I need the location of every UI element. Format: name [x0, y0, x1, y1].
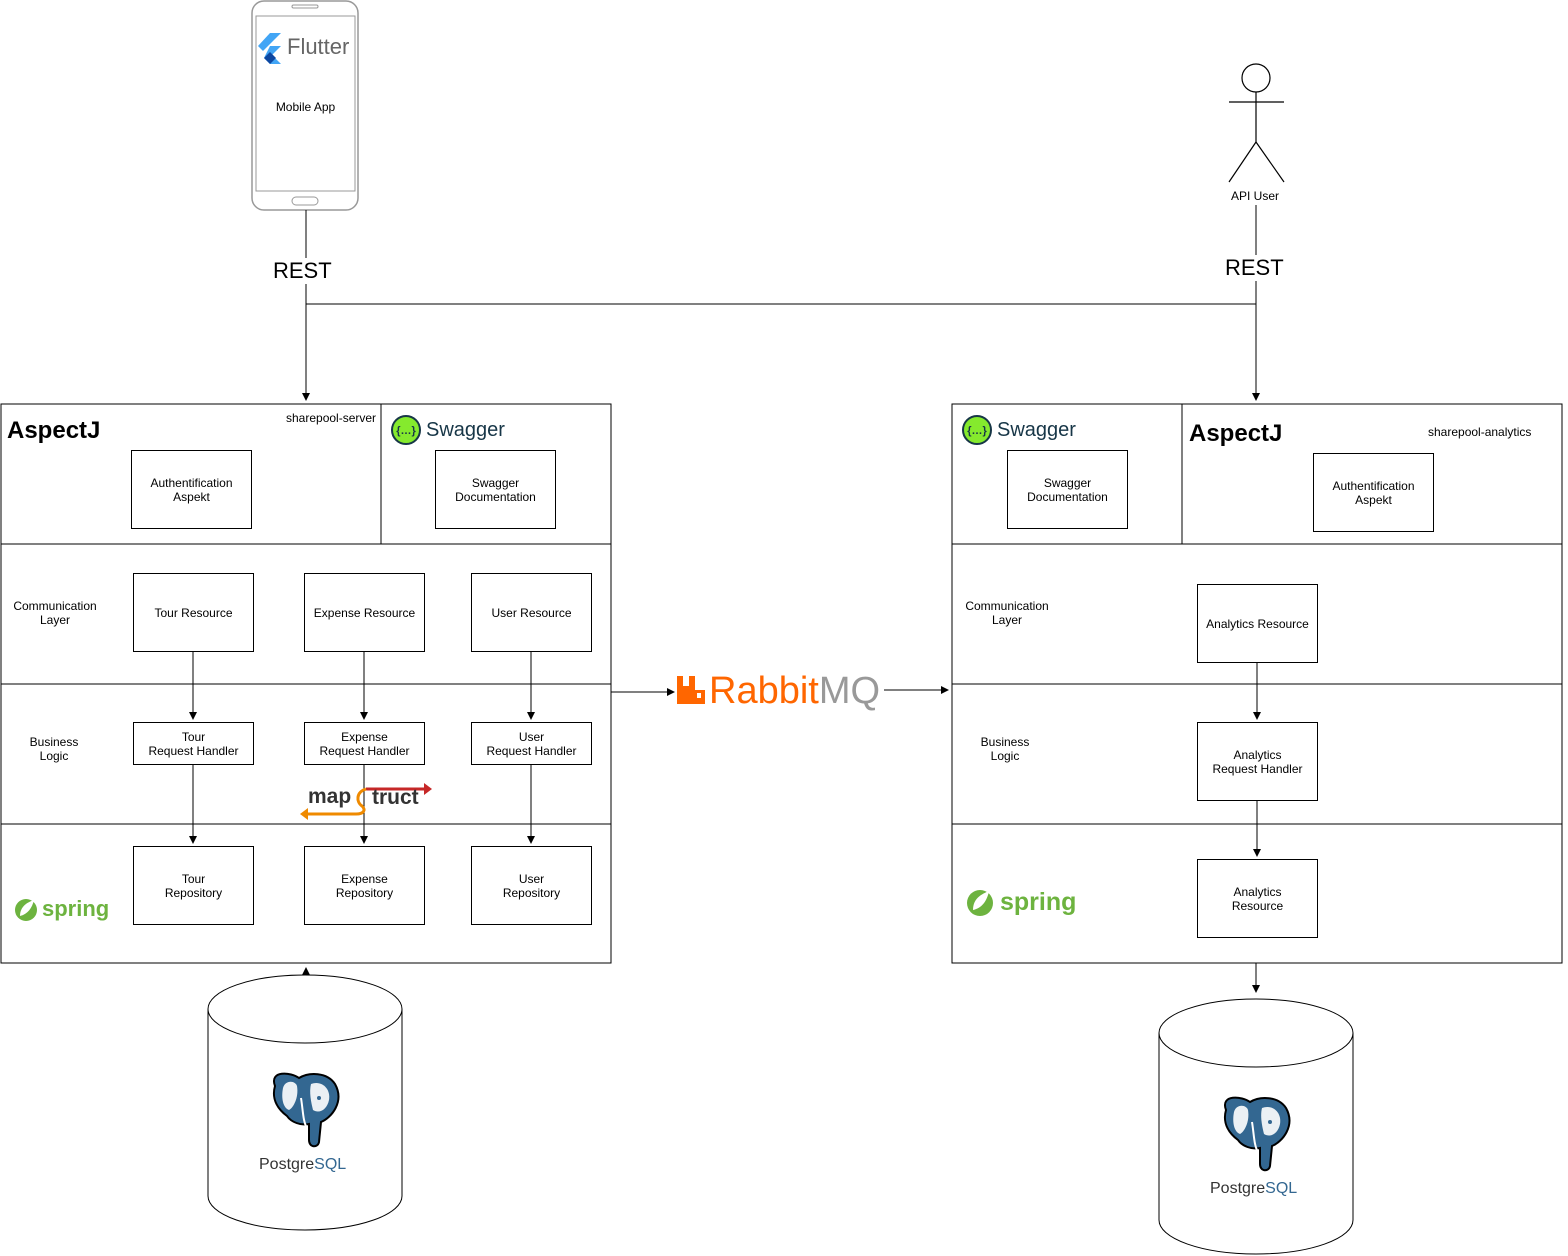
server-swagger-doc-box[interactable]: Swagger Documentation — [435, 450, 556, 529]
spring-leaf-icon — [15, 899, 37, 921]
expense-request-handler-box[interactable]: Expense Request Handler — [304, 722, 425, 765]
database-arrows — [302, 963, 1260, 993]
server-swagger-brand-text: Swagger — [426, 419, 505, 441]
mobile-app-label: Mobile App — [275, 100, 336, 114]
postgres-elephant-icon — [272, 1072, 340, 1148]
analytics-swagger-doc-box[interactable]: Swagger Documentation — [1007, 450, 1128, 529]
rabbitmq-text-mq: MQ — [818, 670, 881, 712]
server-communication-layer-label: Communication Layer — [13, 599, 97, 627]
rest-label-left: REST — [271, 258, 334, 284]
server-spring-text: spring — [42, 896, 110, 921]
postgres-text-a: Postgre — [1210, 1180, 1266, 1197]
user-resource-box[interactable]: User Resource — [471, 573, 592, 652]
postgres-text-b: SQL — [314, 1156, 347, 1173]
analytics-postgres-label: PostgreSQL — [1210, 1179, 1297, 1199]
rabbitmq-logo-icon — [677, 676, 705, 704]
spring-leaf-icon — [967, 890, 993, 916]
svg-text:{…}: {…} — [396, 425, 416, 437]
server-auth-aspect-box[interactable]: Authentification Aspekt — [131, 450, 252, 529]
server-postgres-label: PostgreSQL — [259, 1155, 346, 1175]
postgres-text-a: Postgre — [259, 1156, 315, 1173]
swagger-logo-icon: {…} — [962, 415, 992, 445]
tour-resource-box[interactable]: Tour Resource — [133, 573, 254, 652]
flutter-brand-text: Flutter — [287, 34, 350, 59]
expense-repository-box[interactable]: Expense Repository — [304, 846, 425, 925]
api-user-actor-icon — [1228, 63, 1285, 183]
analytics-business-logic-label: Business Logic — [980, 735, 1030, 763]
postgres-elephant-icon — [1223, 1096, 1291, 1172]
rest-label-right: REST — [1223, 255, 1286, 281]
analytics-aspectj-title: AspectJ — [1189, 420, 1283, 447]
analytics-auth-aspect-box[interactable]: Authentification Aspekt — [1313, 453, 1434, 532]
swagger-logo-icon: {…} — [391, 415, 421, 445]
rabbitmq-brand: RabbitMQ — [709, 670, 880, 712]
analytics-communication-layer-label: Communication Layer — [965, 599, 1049, 627]
analytics-request-handler-box[interactable]: Analytics Request Handler — [1197, 722, 1318, 801]
postgres-text-b: SQL — [1265, 1180, 1298, 1197]
message-queue-arrows — [611, 686, 949, 696]
tour-request-handler-box[interactable]: Tour Request Handler — [133, 722, 254, 765]
analytics-resource-box[interactable]: Analytics Resource — [1197, 584, 1318, 663]
analytics-repository-box[interactable]: Analytics Resource — [1197, 859, 1318, 938]
rabbitmq-text-rabbit: Rabbit — [709, 670, 819, 712]
analytics-name-label: sharepool-analytics — [1428, 425, 1532, 439]
svg-text:{…}: {…} — [967, 425, 987, 437]
flutter-logo-icon — [258, 33, 281, 64]
mapstruct-logo-icon — [300, 783, 432, 820]
analytics-swagger-brand-text: Swagger — [997, 419, 1076, 441]
user-repository-box[interactable]: User Repository — [471, 846, 592, 925]
analytics-spring-text: spring — [1000, 888, 1077, 916]
mapstruct-map-text: map — [308, 785, 352, 808]
server-flow-arrows — [189, 651, 535, 844]
server-aspectj-title: AspectJ — [7, 417, 101, 444]
server-business-logic-label: Business Logic — [29, 735, 79, 763]
expense-resource-box[interactable]: Expense Resource — [304, 573, 425, 652]
phone-device — [251, 0, 359, 211]
user-request-handler-box[interactable]: User Request Handler — [471, 722, 592, 765]
rest-connectors — [302, 205, 1260, 401]
server-name-label: sharepool-server — [286, 411, 377, 425]
api-user-label: API User — [1205, 189, 1305, 203]
mapstruct-truct-text: truct — [372, 786, 419, 809]
tour-repository-box[interactable]: Tour Repository — [133, 846, 254, 925]
